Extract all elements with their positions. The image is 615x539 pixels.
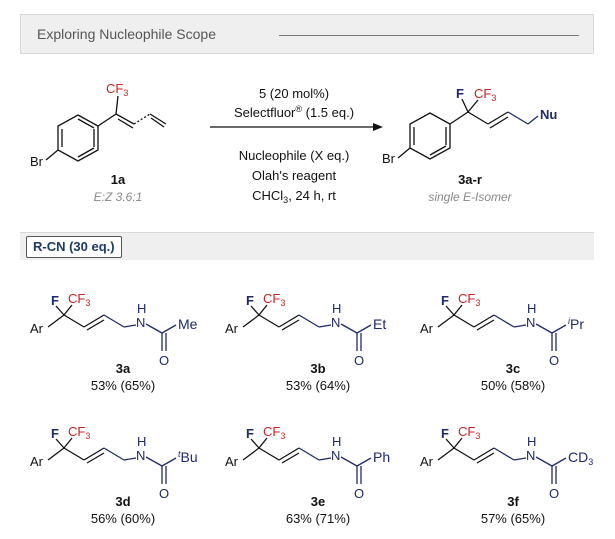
fluorine-label: F: [51, 293, 59, 308]
hydrogen-label: H: [137, 434, 146, 449]
compound-label: 3e: [311, 494, 325, 509]
nitrogen-label: N: [136, 315, 145, 330]
aryl-label: Ar: [420, 454, 434, 469]
condition-reagent: Olah's reagent: [252, 168, 337, 183]
compound-label: 3d: [115, 494, 130, 509]
oxygen-label: O: [549, 353, 559, 368]
reactant-label: 1a: [111, 172, 126, 187]
yield-label: 53% (65%): [91, 378, 155, 393]
nitrogen-label: N: [331, 315, 340, 330]
header-divider: [279, 35, 579, 36]
reactant-structure: Br CF3 1a E:Z 3.6:1: [30, 81, 167, 204]
oxygen-label: O: [159, 486, 169, 501]
compound-label: 3c: [506, 361, 520, 376]
hydrogen-label: H: [332, 434, 341, 449]
section-bar: R-CN (30 eq.): [20, 232, 594, 260]
compound-label: 3a: [116, 361, 131, 376]
yield-label: 53% (64%): [286, 378, 350, 393]
header-box: Exploring Nucleophile Scope: [20, 14, 594, 54]
reactant-ratio: E:Z 3.6:1: [94, 190, 143, 204]
fluorine-label: F: [246, 293, 254, 308]
yield-label: 56% (60%): [91, 511, 155, 526]
cf3-label: CF3: [68, 424, 90, 441]
r-group-label: Me: [178, 316, 198, 332]
r-group-label: tBu: [178, 449, 198, 465]
fluorine-label: F: [246, 426, 254, 441]
aryl-label: Ar: [420, 321, 434, 336]
condition-nucleophile: Nucleophile (X eq.): [239, 148, 350, 163]
oxygen-label: O: [549, 486, 559, 501]
r-group-label: iPr: [568, 316, 584, 332]
section-tag: R-CN (30 eq.): [26, 236, 122, 258]
nitrogen-label: N: [526, 448, 535, 463]
yield-label: 63% (71%): [286, 511, 350, 526]
nitrogen-label: N: [331, 448, 340, 463]
cf3-label: CF3: [458, 291, 480, 308]
oxygen-label: O: [354, 486, 364, 501]
product-nu: Nu: [540, 107, 557, 122]
r-group-label: Et: [373, 316, 386, 332]
product-note: single E-Isomer: [428, 190, 512, 204]
hydrogen-label: H: [137, 301, 146, 316]
product-br: Br: [382, 151, 396, 166]
yield-label: 57% (65%): [481, 511, 545, 526]
oxygen-label: O: [354, 353, 364, 368]
condition-oxidant: Selectfluor® (1.5 eq.): [234, 104, 354, 120]
condition-solvent: CHCl3, 24 h, rt: [252, 188, 336, 205]
cf3-label: CF3: [263, 424, 285, 441]
aryl-label: Ar: [30, 454, 44, 469]
nitrogen-label: N: [136, 448, 145, 463]
r-group-label: Ph: [373, 449, 390, 465]
hydrogen-label: H: [527, 301, 536, 316]
reaction-arrow: [210, 123, 383, 131]
reactant-br: Br: [30, 154, 44, 169]
condition-catalyst: 5 (20 mol%): [259, 86, 329, 101]
fluorine-label: F: [441, 293, 449, 308]
aryl-label: Ar: [225, 454, 239, 469]
aryl-label: Ar: [225, 321, 239, 336]
fluorine-label: F: [51, 426, 59, 441]
cf3-label: CF3: [263, 291, 285, 308]
nitrogen-label: N: [526, 315, 535, 330]
aryl-label: Ar: [30, 321, 44, 336]
hydrogen-label: H: [527, 434, 536, 449]
oxygen-label: O: [159, 353, 169, 368]
product-cf3: CF3: [474, 86, 496, 103]
compound-label: 3f: [507, 494, 519, 509]
reactant-cf3: CF3: [106, 81, 128, 98]
r-group-label: CD3: [568, 449, 593, 467]
cf3-label: CF3: [458, 424, 480, 441]
page-title: Exploring Nucleophile Scope: [37, 26, 216, 42]
cf3-label: CF3: [68, 291, 90, 308]
product-f: F: [456, 86, 464, 101]
yield-label: 50% (58%): [481, 378, 545, 393]
fluorine-label: F: [441, 426, 449, 441]
product-structure: Br F CF3 Nu 3a-r single E-Isomer: [382, 86, 557, 204]
compound-label: 3b: [310, 361, 325, 376]
product-label: 3a-r: [458, 172, 482, 187]
hydrogen-label: H: [332, 301, 341, 316]
